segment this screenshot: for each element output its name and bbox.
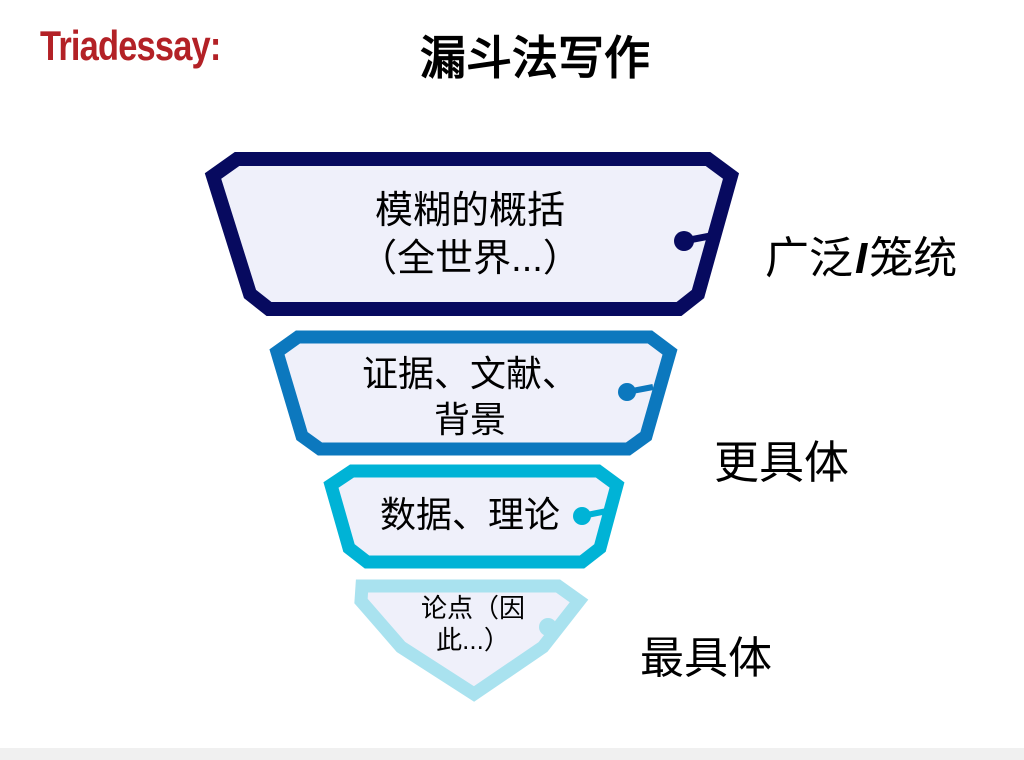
side-label-more-specific: 更具体	[714, 437, 850, 488]
funnel-level-4-label-line-1: 论点（因	[420, 593, 525, 623]
funnel-level-1-shape	[204, 152, 740, 316]
funnel-level-2-label-line-2: 背景	[433, 399, 506, 440]
funnel-level-3-shape	[323, 464, 625, 569]
side-label-broad-prefix: 广泛	[765, 234, 853, 283]
funnel-level-1-label-line-1: 模糊的概括	[374, 190, 565, 232]
funnel-level-3-connector-dot	[573, 507, 591, 525]
side-label-broad-suffix: 笼统	[869, 234, 958, 283]
side-label-most-specific: 最具体	[640, 634, 772, 683]
funnel-level-1-label-line-2: （全世界...）	[359, 238, 581, 280]
funnel-level-1-connector-dot	[674, 231, 694, 251]
funnel-level-2-label: 证据、文献、 背景	[300, 351, 640, 443]
side-label-broad: 广泛I笼统	[765, 222, 957, 286]
funnel-level-4	[354, 579, 589, 702]
page-title: 漏斗法写作	[420, 32, 650, 84]
funnel-level-1-label: 模糊的概括 （全世界...）	[260, 187, 680, 283]
funnel-level-4-connector-dot	[539, 618, 557, 636]
bottom-edge-strip	[0, 748, 1024, 760]
side-label-broad-slash: I	[855, 234, 868, 283]
funnel-level-2-connector-dot	[618, 383, 636, 401]
funnel-level-3-label: 数据、理论	[330, 492, 610, 538]
funnel-level-4-label-line-2: 此...）	[436, 625, 510, 655]
funnel-level-4-shape	[354, 579, 589, 702]
funnel-level-3-label-line-1: 数据、理论	[379, 494, 560, 535]
brand-logo-text: Triadessay:	[40, 22, 221, 69]
funnel-level-4-label: 论点（因 此...）	[380, 592, 566, 656]
funnel-level-2	[269, 330, 678, 456]
funnel-level-1	[204, 152, 740, 316]
funnel-level-2-label-line-1: 证据、文献、	[361, 353, 578, 394]
funnel-level-2-shape	[269, 330, 678, 456]
funnel-level-3	[323, 464, 625, 569]
